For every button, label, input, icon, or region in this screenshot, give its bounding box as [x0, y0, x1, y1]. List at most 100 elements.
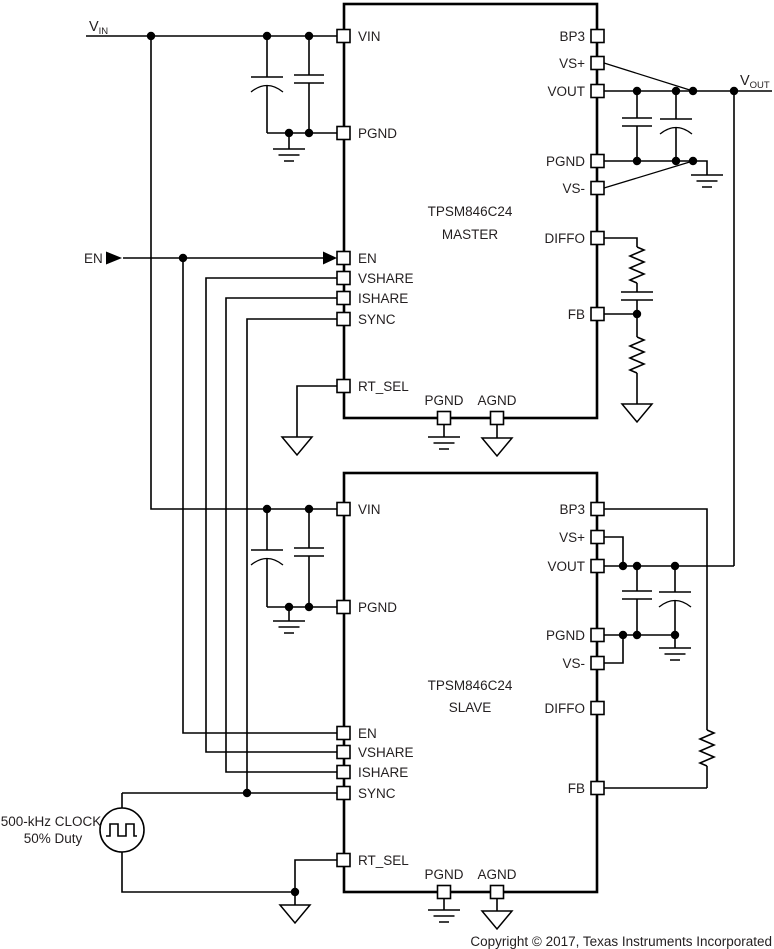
clock-label-line1: 500-kHz CLOCK [1, 814, 102, 829]
master-label-bp3: BP3 [559, 29, 585, 44]
master-wires [267, 62, 708, 438]
master-pin-pgnd-right [590, 153, 605, 169]
slave-input-ground-icon [273, 620, 305, 634]
copyright-notice: Copyright © 2017, Texas Instruments Inco… [470, 934, 772, 949]
slave-label-pgnd-right: PGND [546, 628, 585, 643]
master-pin-fb [590, 306, 605, 322]
slave-label-vsminus: VS- [562, 656, 585, 671]
master-label-en: EN [358, 251, 377, 266]
clock-label-line2: 50% Duty [24, 831, 83, 846]
master-label-sync: SYNC [358, 312, 396, 327]
slave-pgnd-pin-ground-icon [428, 909, 460, 923]
slave-pin-pgnd-bottom [436, 884, 452, 900]
master-label-ishare: ISHARE [358, 291, 408, 306]
master-pin-vshare [336, 270, 351, 286]
master-label-pgnd-right: PGND [546, 154, 585, 169]
slave-label-agnd: AGND [477, 867, 516, 882]
slave-input-polarized-capacitor-icon [250, 509, 284, 607]
slave-pin-sync [336, 785, 351, 801]
clock-source-icon [99, 807, 145, 853]
enable-net-label: EN [84, 251, 103, 266]
slave-agnd-analog-ground-icon [480, 910, 514, 931]
slave-output-ground-icon [659, 647, 691, 661]
master-pin-vin [336, 28, 351, 44]
master-label-vshare: VSHARE [358, 271, 414, 286]
master-left-pin-labels: VIN PGND EN VSHARE ISHARE SYNC RT_SEL [358, 29, 414, 394]
slave-pin-vsminus [590, 655, 605, 671]
master-label-pgnd-bottom: PGND [424, 393, 463, 408]
slave-ic-body [342, 471, 599, 894]
slave-label-rtsel: RT_SEL [358, 853, 409, 868]
master-rtsel-analog-ground-icon [280, 436, 314, 457]
slave-pin-en [336, 725, 351, 741]
master-label-pgnd-left: PGND [358, 126, 397, 141]
master-pin-vout [590, 83, 605, 99]
slave-pin-pgnd-right [590, 627, 605, 643]
wire-vshare-net [205, 277, 337, 753]
slave-bottom-pin-labels: PGND AGND [424, 867, 516, 882]
wire-ishare-net [225, 297, 337, 773]
wire-sync-net [121, 318, 337, 808]
master-output-capacitor-icon [622, 91, 652, 161]
master-label-vout: VOUT [547, 84, 585, 99]
master-pin-agnd [489, 410, 505, 426]
slave-pin-pgnd-left [336, 599, 351, 615]
slave-pin-rtsel [336, 852, 351, 868]
slave-label-vshare: VSHARE [358, 745, 414, 760]
master-label-fb: FB [568, 307, 585, 322]
master-role-label: MASTER [442, 227, 499, 242]
master-label-diffo: DIFFO [545, 231, 586, 246]
slave-pin-vsplus [590, 529, 605, 545]
master-feedback-top-resistor-icon [627, 246, 647, 284]
slave-left-pin-labels: VIN PGND EN VSHARE ISHARE SYNC RT_SEL [358, 502, 414, 868]
slave-pin-vshare [336, 744, 351, 760]
enable-arrow-icon [106, 251, 122, 265]
master-label-vin: VIN [358, 29, 381, 44]
master-input-capacitor-icon [294, 36, 324, 133]
slave-label-en: EN [358, 726, 377, 741]
master-pin-en [336, 250, 351, 266]
slave-label-vout: VOUT [547, 559, 585, 574]
slave-label-diffo: DIFFO [545, 701, 586, 716]
junction-dots [146, 31, 739, 897]
slave-pin-diffo [590, 700, 605, 716]
slave-output-capacitor-icon [622, 566, 652, 635]
slave-label-sync: SYNC [358, 786, 396, 801]
slave-pin-boxes [336, 501, 605, 900]
master-pin-diffo [590, 230, 605, 246]
slave-pin-agnd [489, 884, 505, 900]
wire-enable-net [123, 257, 337, 734]
master-pin-rtsel [336, 378, 351, 394]
slave-role-label: SLAVE [449, 700, 492, 715]
slave-bp3-fb-resistor-icon [697, 729, 717, 767]
master-label-vsminus: VS- [562, 181, 585, 196]
master-label-rtsel: RT_SEL [358, 379, 409, 394]
master-feedback-bottom-resistor-icon [627, 336, 647, 374]
slave-pin-ishare [336, 764, 351, 780]
slave-label-pgnd-bottom: PGND [424, 867, 463, 882]
master-feedback-analog-ground-icon [620, 403, 654, 424]
slave-label-bp3: BP3 [559, 502, 585, 517]
master-part-number: TPSM846C24 [428, 204, 513, 219]
master-pin-vsplus [590, 55, 605, 71]
slave-label-fb: FB [568, 781, 585, 796]
master-label-vsplus: VS+ [559, 56, 585, 71]
master-pin-pgnd-bottom [436, 410, 452, 426]
vin-net-label: VIN [89, 19, 108, 37]
slave-input-capacitor-icon [294, 509, 324, 607]
slave-pin-fb [590, 780, 605, 796]
master-pin-pgnd-left [336, 125, 351, 141]
master-input-polarized-capacitor-icon [250, 36, 284, 133]
master-pin-sync [336, 311, 351, 327]
master-bottom-pin-labels: PGND AGND [424, 393, 516, 408]
slave-label-vin: VIN [358, 502, 381, 517]
slave-pin-vin [336, 501, 351, 517]
slave-rtsel-analog-ground-icon [278, 904, 312, 925]
master-pgnd-pin-ground-icon [428, 436, 460, 450]
master-input-ground-icon [273, 148, 305, 162]
master-pin-boxes [336, 28, 605, 426]
master-output-ground-icon [691, 174, 723, 188]
slave-right-pin-labels: BP3 VS+ VOUT PGND VS- DIFFO FB [545, 502, 586, 796]
